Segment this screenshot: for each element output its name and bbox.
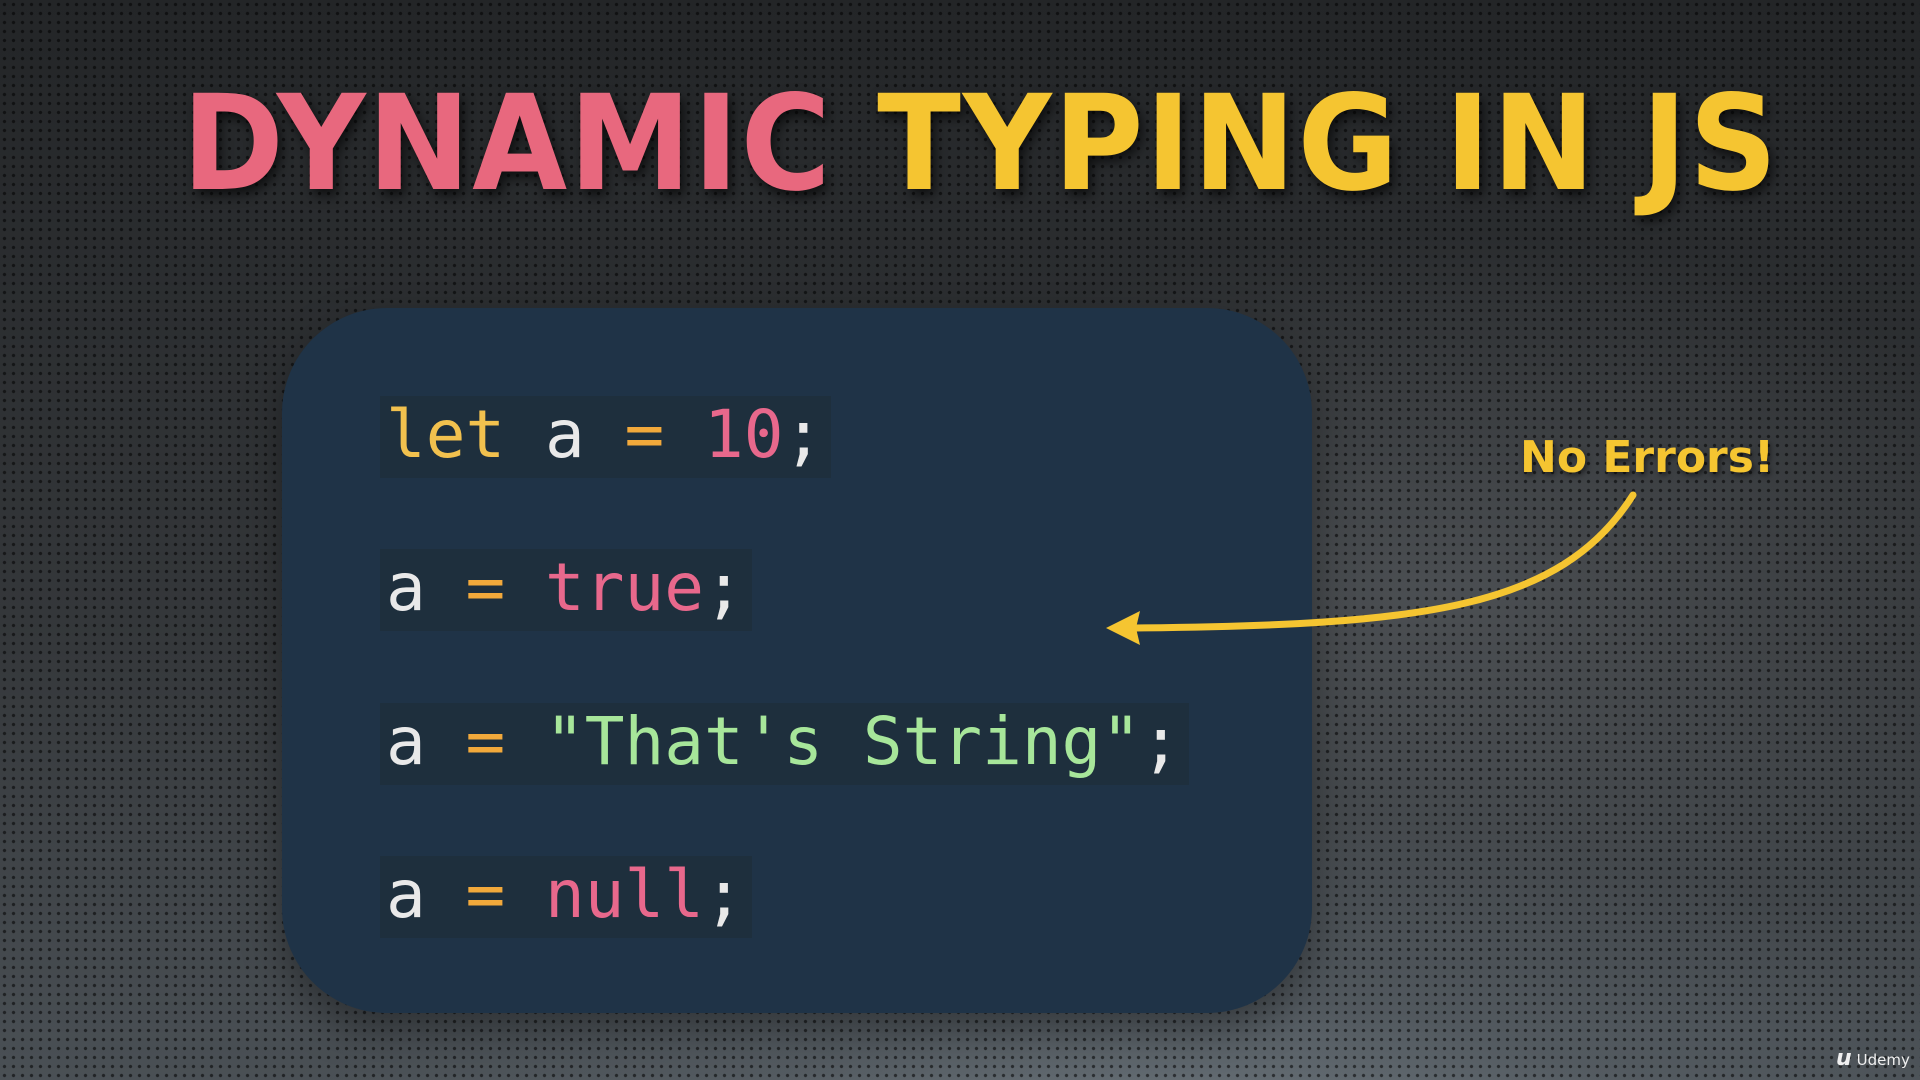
- string-literal: "That's String": [545, 703, 1142, 780]
- udemy-mark-icon: u: [1836, 1046, 1852, 1071]
- code-line-a-string: a = "That's String";: [380, 703, 1189, 785]
- code-line-a-null: a = null;: [380, 856, 752, 938]
- identifier-a: a: [544, 396, 585, 473]
- title-words-typing-in-js: TYPING IN JS: [877, 67, 1780, 221]
- operator-equals: =: [465, 703, 506, 780]
- title-word-dynamic: DYNAMIC: [182, 67, 833, 221]
- keyword-let: let: [386, 396, 506, 473]
- number-literal: 10: [703, 396, 784, 473]
- code-block: let a = 10; a = true; a = "That's String…: [282, 308, 1312, 1013]
- operator-equals: =: [465, 549, 506, 626]
- semicolon: ;: [1141, 703, 1181, 780]
- no-errors-annotation: No Errors!: [1520, 432, 1775, 483]
- slide-title: DYNAMIC TYPING IN JS: [182, 78, 1779, 210]
- identifier-a: a: [386, 549, 426, 626]
- code-line-a-true: a = true;: [380, 549, 752, 631]
- operator-equals: =: [465, 856, 506, 933]
- semicolon: ;: [783, 396, 824, 473]
- udemy-watermark-text: Udemy: [1856, 1051, 1910, 1069]
- boolean-literal: true: [545, 549, 704, 626]
- identifier-a: a: [386, 856, 426, 933]
- code-line-let-a-10: let a = 10;: [380, 396, 832, 478]
- operator-equals: =: [624, 396, 665, 473]
- semicolon: ;: [703, 856, 744, 933]
- identifier-a: a: [386, 703, 426, 780]
- null-literal: null: [545, 856, 704, 933]
- semicolon: ;: [703, 549, 744, 626]
